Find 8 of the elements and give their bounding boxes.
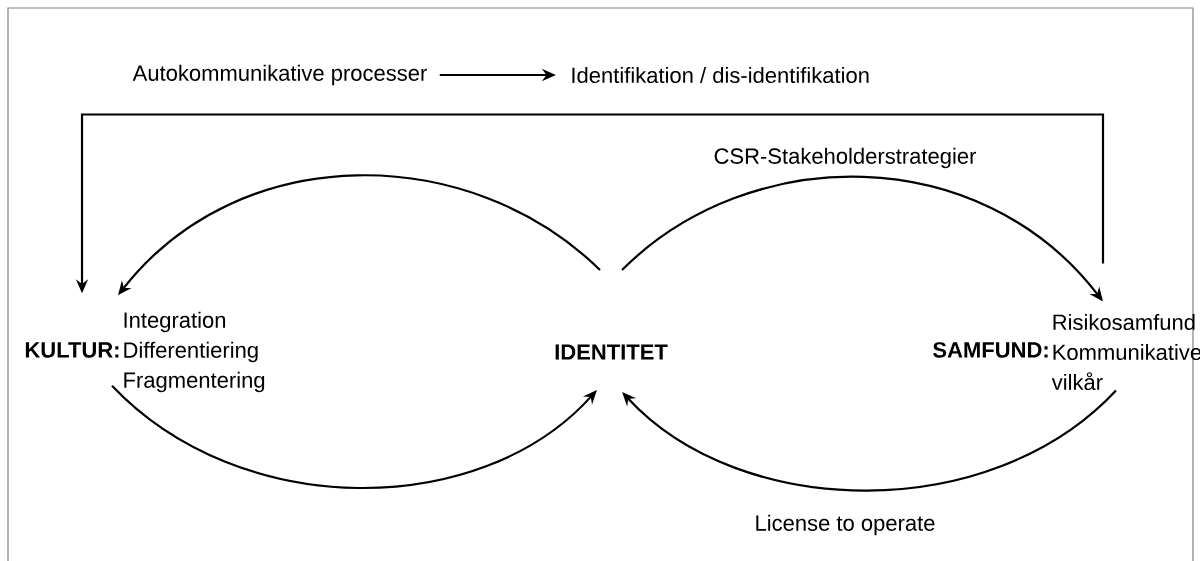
arrow: [622, 389, 1117, 492]
text-label: Autokommunikative processer: [132, 64, 427, 86]
edge-label: License to operate: [752, 512, 938, 538]
edge-label: CSR-Stakeholderstrategier: [711, 145, 979, 171]
concept-label: IDENTITET: [555, 344, 668, 360]
concept-label: KULTUR: Integration Differentiering Fragmentering: [25, 311, 265, 393]
text-label: Identifikation / dis-identifikation: [572, 66, 869, 84]
arrow: [111, 384, 597, 490]
